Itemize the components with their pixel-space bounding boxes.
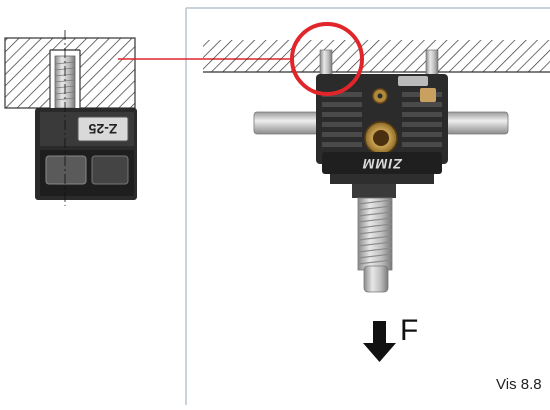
gear-housing: ZIMM	[316, 74, 448, 184]
mounting-screw-right	[425, 49, 439, 77]
side-shaft	[253, 111, 509, 135]
main-view-frame	[185, 7, 550, 405]
highlight-circle	[290, 22, 364, 96]
detail-view: Z-25	[4, 30, 137, 206]
brand-label: ZIMM	[362, 156, 403, 172]
detail-housing: Z-25	[35, 108, 137, 200]
mounting-screw-left	[319, 49, 333, 77]
detail-part-label: Z-25	[88, 121, 117, 137]
main-view: ZIMM	[203, 22, 550, 362]
force-label: F	[400, 314, 419, 347]
lifting-spindle	[352, 184, 396, 293]
detail-screw	[54, 55, 76, 109]
figure-caption: Vis 8.8	[496, 376, 542, 393]
ceiling-mounting-surface	[203, 40, 550, 72]
down-arrow-icon	[363, 321, 396, 362]
